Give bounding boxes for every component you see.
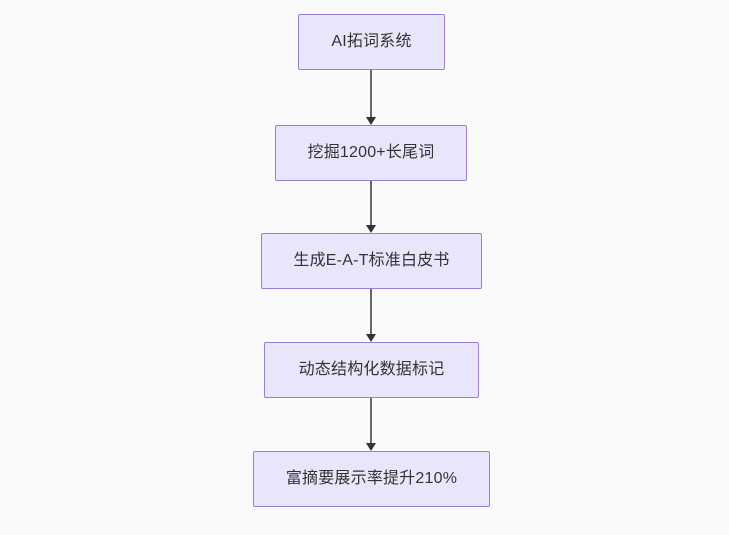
arrowhead-into-n3 xyxy=(366,225,376,233)
edge-n1-n2 xyxy=(370,70,372,117)
flow-node-label: AI拓词系统 xyxy=(331,33,412,50)
edge-n2-n3 xyxy=(370,181,372,225)
arrowhead-into-n2 xyxy=(366,117,376,125)
arrowhead-into-n4 xyxy=(366,334,376,342)
flow-node-eat-whitepaper[interactable]: 生成E-A-T标准白皮书 xyxy=(261,233,482,289)
flow-node-label: 生成E-A-T标准白皮书 xyxy=(293,252,450,269)
flow-node-label: 富摘要展示率提升210% xyxy=(285,470,458,487)
flow-node-structured-data-markup[interactable]: 动态结构化数据标记 xyxy=(264,342,479,398)
flow-node-label: 挖掘1200+长尾词 xyxy=(307,144,435,161)
flow-node-longtail-keywords[interactable]: 挖掘1200+长尾词 xyxy=(275,125,467,181)
arrowhead-into-n5 xyxy=(366,443,376,451)
flow-node-label: 动态结构化数据标记 xyxy=(298,361,445,378)
edge-n3-n4 xyxy=(370,289,372,334)
edge-n4-n5 xyxy=(370,398,372,443)
flow-node-ai-keyword-system[interactable]: AI拓词系统 xyxy=(298,14,445,70)
flow-node-rich-snippet-uplift[interactable]: 富摘要展示率提升210% xyxy=(253,451,490,507)
